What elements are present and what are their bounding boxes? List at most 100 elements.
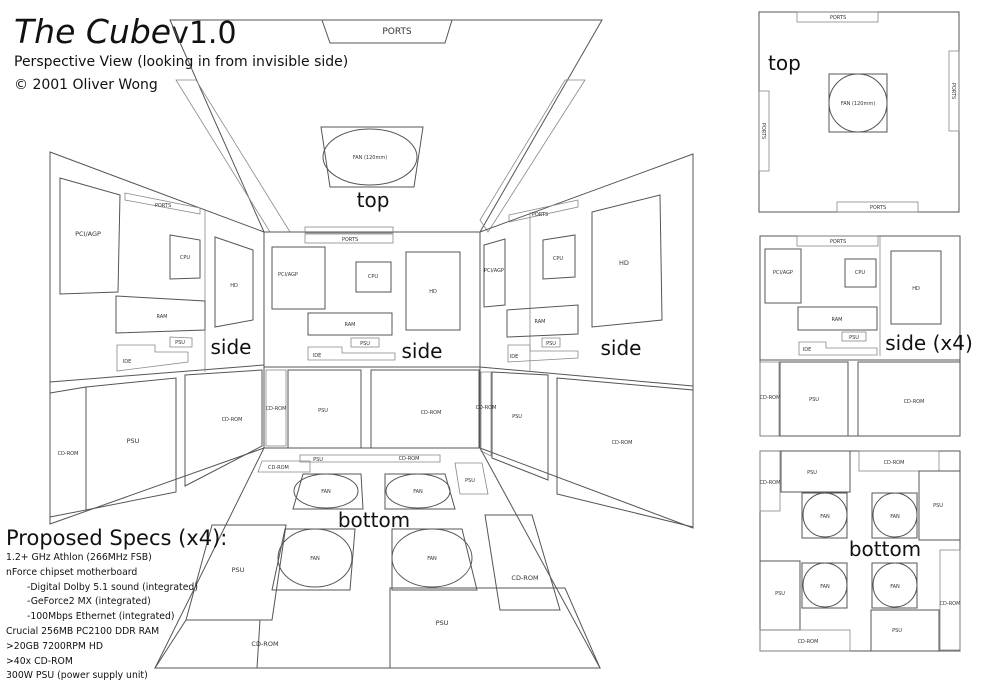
left-cpu-label: CPU <box>180 255 191 261</box>
bottom-cdrom-front-left-label: CD-ROM <box>251 640 278 648</box>
left-hd <box>214 236 254 328</box>
side-view-psu-conn-label: PSU <box>849 335 859 341</box>
right-ram <box>506 304 579 338</box>
bottom-fan-front-right-circle <box>391 528 473 588</box>
side-view-cpu-label: CPU <box>855 270 866 276</box>
bottom-view-psu-bottom-label: PSU <box>892 628 902 634</box>
side-view-pci-label: PCI/AGP <box>773 270 793 276</box>
bottom-view-psu-left-label: PSU <box>775 591 785 597</box>
top-view-ports-bottom-label: PORTS <box>870 205 886 211</box>
right-ports-label: PORTS <box>532 212 548 218</box>
back-ide-label: IDE <box>313 353 321 359</box>
right-cpu <box>542 234 576 280</box>
bottom-view-caption: bottom <box>849 537 921 561</box>
diagram-subtitle: Perspective View (looking in from invisi… <box>14 54 349 70</box>
right-ports <box>508 199 579 223</box>
side-view-ide-label: IDE <box>803 347 811 353</box>
bottom-view-psu-bottom <box>870 609 940 652</box>
left-hd-label: HD <box>230 283 238 289</box>
left-ram-label: RAM <box>156 314 167 320</box>
top-view-ports-left-label: PORTS <box>760 123 766 139</box>
bottom-view-psu-top <box>780 450 851 493</box>
top-fan-label: FAN (120mm) <box>353 155 387 161</box>
top-ports-label: PORTS <box>382 27 412 37</box>
left-psu <box>85 377 177 511</box>
side-view-hd-label: HD <box>912 286 920 292</box>
top-view-fan-label: FAN (120mm) <box>841 101 875 107</box>
bottom-view-fan-tl-circle <box>802 492 848 538</box>
bottom-view-fan-tl-label: FAN <box>820 514 830 520</box>
back-top-ports <box>304 226 394 234</box>
spec-item: >40x CD-ROM <box>6 655 73 667</box>
bottom-cdrom-front-right-label: CD-ROM <box>511 574 538 582</box>
back-cdrom <box>370 369 480 449</box>
bottom-fan-front-left-frame <box>271 528 356 591</box>
right-cdrom-left-label: CD-ROM <box>476 405 497 411</box>
bottom-view-psu-right <box>918 470 961 541</box>
bottom-view-cdrom-top <box>858 450 940 472</box>
right-ram-label: RAM <box>534 319 545 325</box>
perspective-view: PORTS FAN (120mm) top PCI/AGP PORTS CPU … <box>49 19 694 669</box>
right-psu-label: PSU <box>512 414 522 420</box>
right-cdrom-label: CD-ROM <box>612 440 633 446</box>
side-view-psu-label: PSU <box>809 397 819 403</box>
top-right-strip <box>479 79 586 233</box>
left-ports <box>124 192 201 215</box>
bottom-view-fan-bl-circle <box>802 562 848 608</box>
left-psu-conn-label: PSU <box>175 340 185 346</box>
side-view-hd <box>890 250 942 325</box>
bottom-face-outline <box>154 447 601 669</box>
back-cdrom-label: CD-ROM <box>421 410 442 416</box>
right-face-divider <box>479 366 694 387</box>
bottom-cdrom-front-right <box>484 514 561 611</box>
side-view-ports-label: PORTS <box>830 239 846 245</box>
top-view-ports-top-label: PORTS <box>830 15 846 21</box>
top-fan-circle <box>322 128 418 186</box>
bottom-view-fan-br-circle <box>872 562 918 608</box>
bottom-view-cdrom-right <box>939 549 961 651</box>
right-psu-conn <box>541 337 561 348</box>
right-cpu-label: CPU <box>553 256 564 262</box>
bottom-view-cdrom-tl-label: CD-ROM <box>760 480 781 486</box>
side-flat-view: PORTS PCI/AGP CPU RAM PSU IDE HD side (x… <box>759 235 973 437</box>
side-view-cpu <box>844 258 877 288</box>
back-cdrom-left <box>265 369 287 447</box>
back-hd <box>405 251 461 331</box>
face-label-bottom: bottom <box>338 508 410 532</box>
back-hd-label: HD <box>429 289 437 295</box>
top-ports-block <box>321 19 453 44</box>
bottom-fan-front-left-circle <box>277 528 353 588</box>
left-ide <box>116 344 189 372</box>
back-ide <box>307 346 396 361</box>
left-cdrom-label: CD-ROM <box>58 451 79 457</box>
left-ports-label: PORTS <box>155 203 171 209</box>
bottom-fan-back-left-circle <box>293 473 359 509</box>
bottom-flat-view: CD-ROM PSU CD-ROM PSU CD-ROM PSU CD-ROM … <box>759 450 961 652</box>
right-face-outline <box>479 153 694 529</box>
bottom-view-fan-tr-label: FAN <box>890 514 900 520</box>
bottom-psu-back-label: PSU <box>313 457 323 463</box>
side-view-cdrom-label: CD-ROM <box>904 399 925 405</box>
back-cpu <box>355 261 392 293</box>
back-psu-conn <box>350 337 380 348</box>
back-face-outline <box>263 231 481 449</box>
left-psu-conn <box>169 336 193 348</box>
side-view-ram <box>797 306 878 331</box>
left-ide-label: IDE <box>123 359 131 365</box>
bottom-fan-front-left-label: FAN <box>310 556 320 562</box>
bottom-view-fan-br-label: FAN <box>890 584 900 590</box>
bottom-view-fan-tr-circle <box>872 492 918 538</box>
back-cdrom-left-label: CD-ROM <box>266 406 287 412</box>
back-ports <box>304 233 394 244</box>
top-view-ports-top <box>796 11 879 23</box>
side-view-ports <box>796 235 879 247</box>
right-ide <box>507 344 579 363</box>
right-hd-label: HD <box>619 259 629 267</box>
bottom-cdrom-front-left <box>154 619 261 669</box>
spec-item: Crucial 256MB PC2100 DDR RAM <box>6 625 160 637</box>
bottom-cdrom-back-left-label: CD-ROM <box>268 465 289 471</box>
back-ram <box>307 312 393 336</box>
right-pci-label: PCI/AGP <box>484 268 504 274</box>
back-cpu-label: CPU <box>368 274 379 280</box>
